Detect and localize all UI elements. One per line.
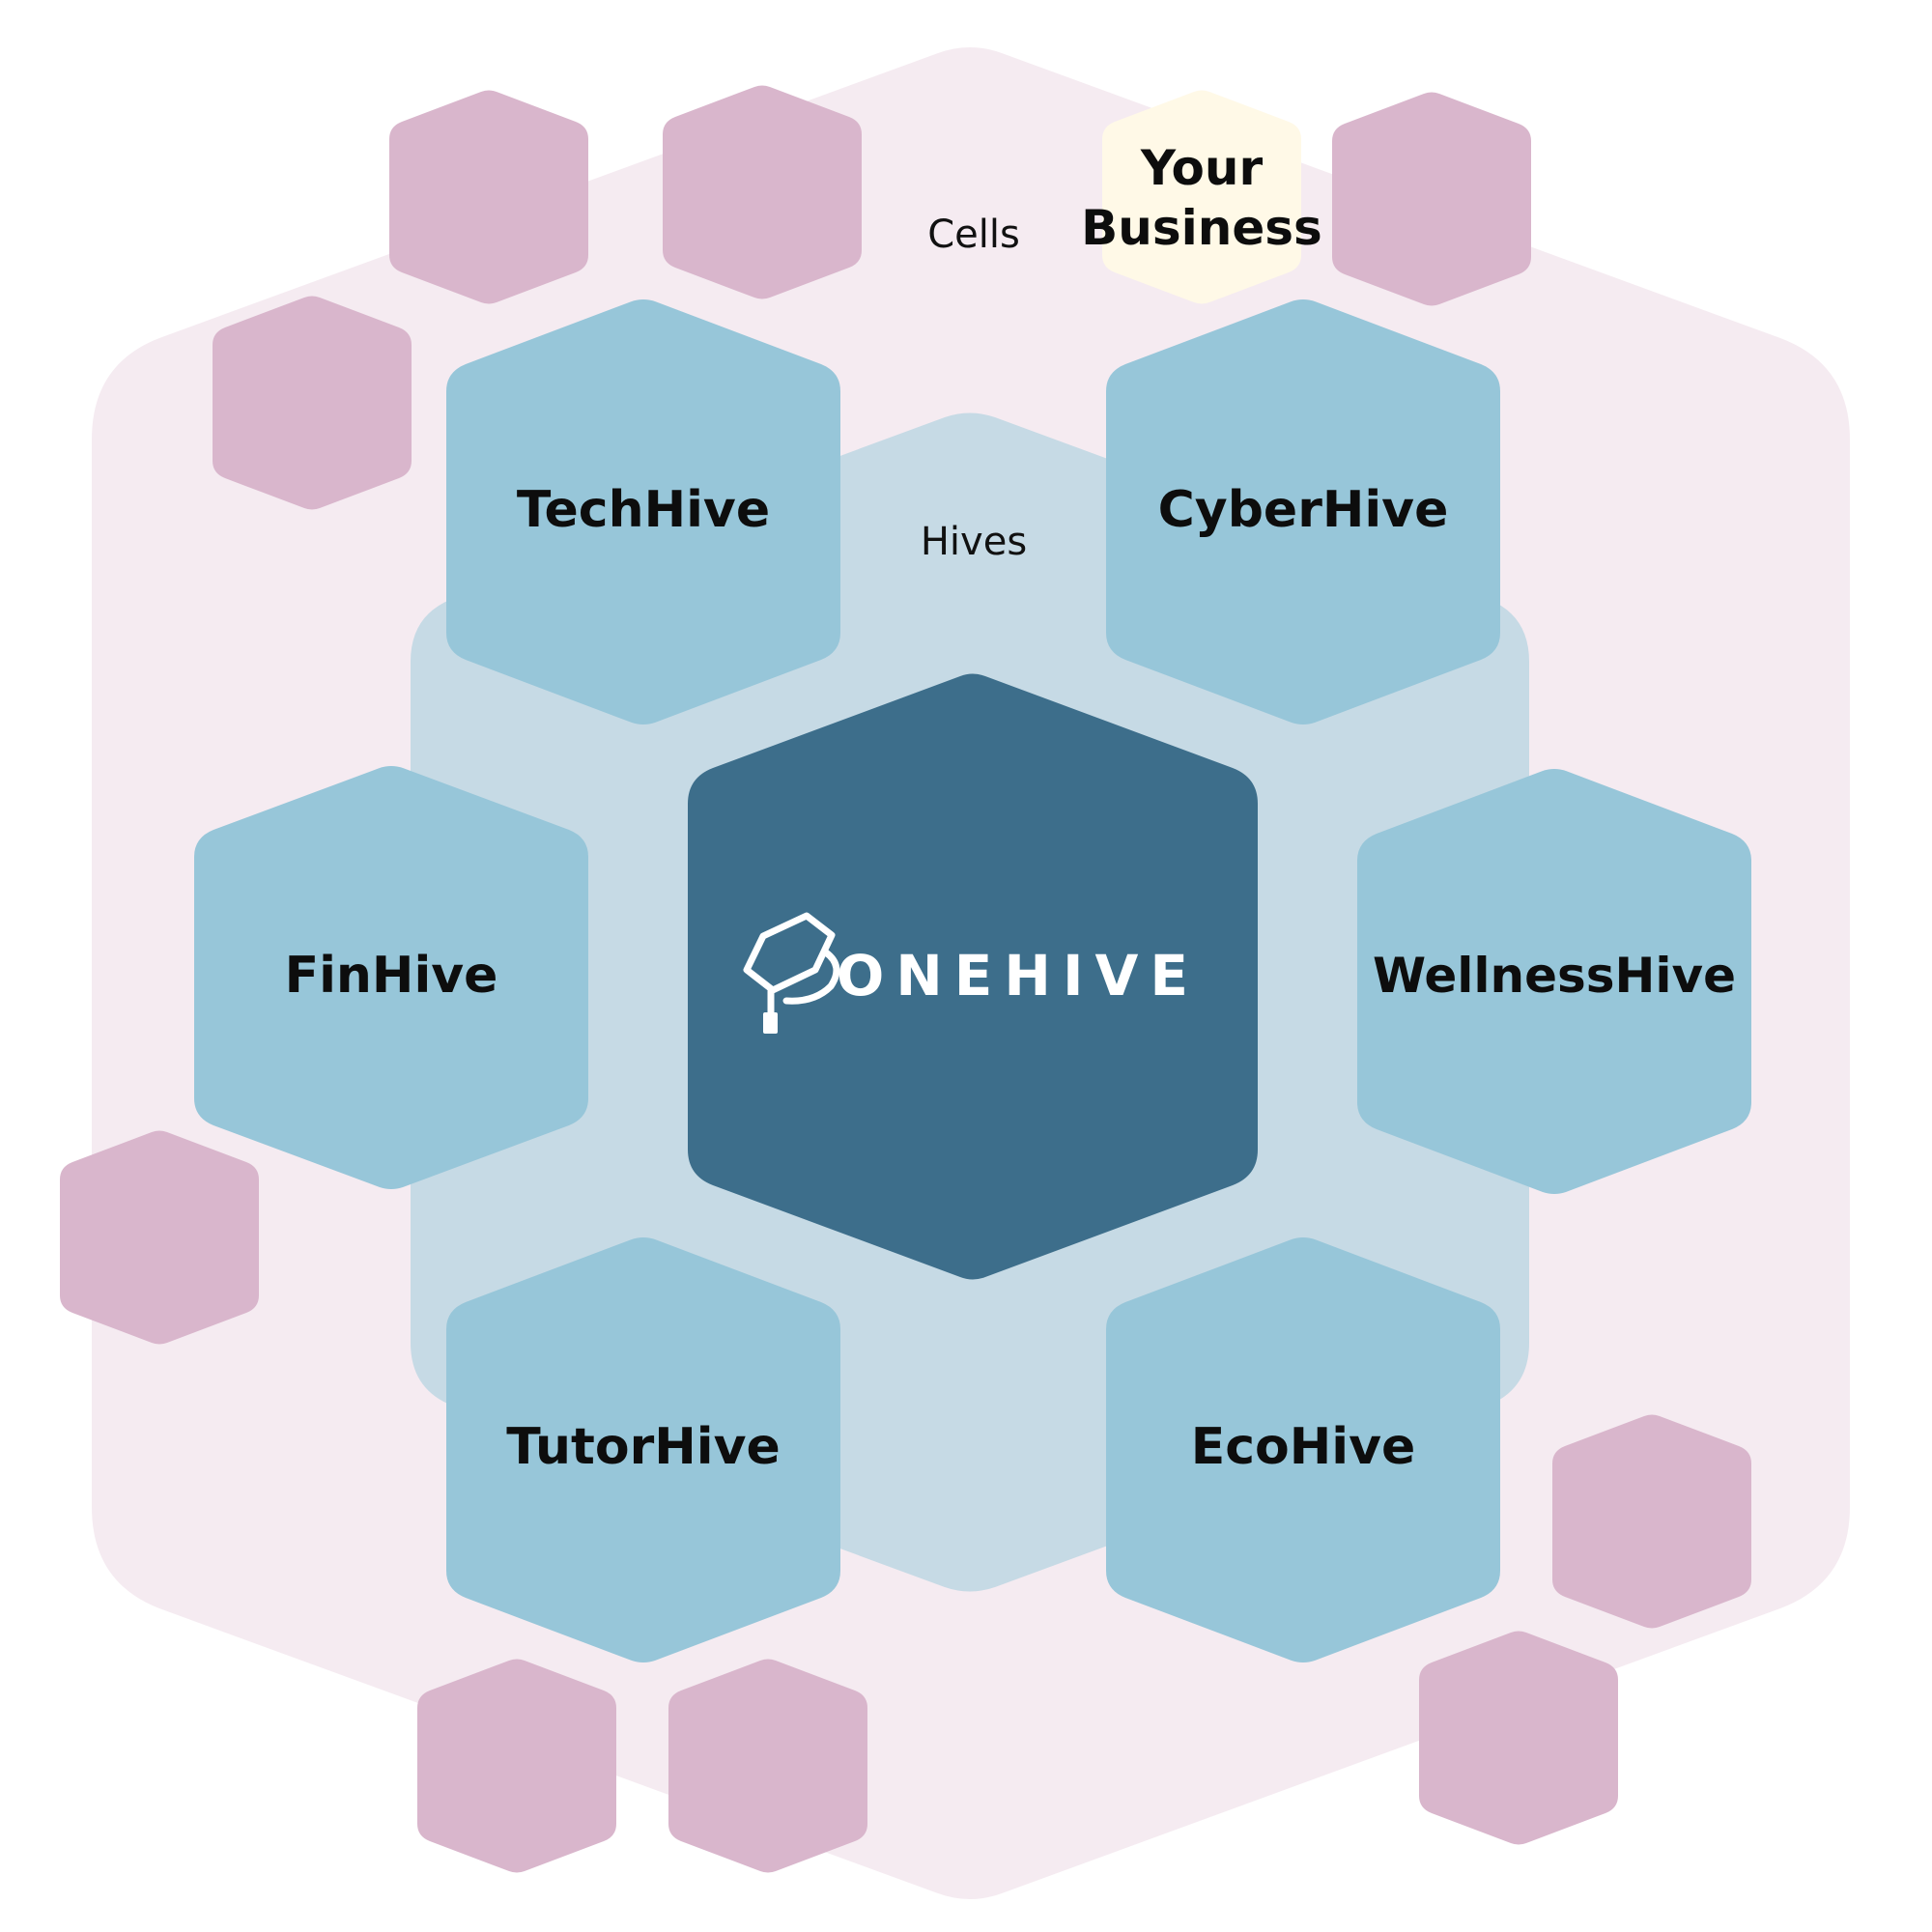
hive-shape [1357, 769, 1751, 1194]
onehive-bee-logo-icon [743, 912, 840, 1034]
hive-tutorhive[interactable]: TutorHive [446, 1237, 840, 1662]
hive-shape [446, 299, 840, 724]
hive-shape [1106, 299, 1500, 724]
cell[interactable] [389, 90, 588, 304]
hive-wellnesshive[interactable]: WellnessHive [1357, 769, 1751, 1194]
hives-ring-label: Hives [921, 520, 1027, 564]
hive-label: CyberHive [1158, 481, 1449, 539]
highlight-cell-shape [1102, 90, 1301, 304]
hive-shape [446, 1237, 840, 1662]
cell[interactable] [663, 85, 862, 299]
hive-label: WellnessHive [1373, 948, 1736, 1004]
cell[interactable] [1419, 1631, 1618, 1845]
your-business-line2: Business [1081, 200, 1322, 256]
hive-cyberhive[interactable]: CyberHive [1106, 299, 1500, 724]
hive-label: EcoHive [1191, 1418, 1416, 1476]
hive-label: TutorHive [506, 1418, 781, 1476]
cell[interactable] [668, 1659, 867, 1873]
cell[interactable] [1552, 1414, 1751, 1629]
hive-shape [1106, 1237, 1500, 1662]
hive-techhive[interactable]: TechHive [446, 299, 840, 724]
hive-label: TechHive [517, 481, 770, 539]
hive-shape [194, 766, 588, 1189]
cell[interactable] [60, 1130, 259, 1345]
cell[interactable] [213, 296, 412, 510]
center-hexagon [688, 673, 1258, 1280]
empty-cells [60, 85, 1751, 1873]
onehive-center[interactable]: ONEHIVE [688, 673, 1258, 1280]
cell[interactable] [417, 1659, 616, 1873]
your-business-line1: Your [1140, 140, 1264, 196]
cell[interactable] [1332, 92, 1531, 306]
cells-ring-label: Cells [927, 213, 1020, 257]
onehive-wordmark: ONEHIVE [837, 943, 1200, 1009]
hive-label: FinHive [285, 947, 498, 1005]
hive-ecohive[interactable]: EcoHive [1106, 1237, 1500, 1662]
hive-finhive[interactable]: FinHive [194, 766, 588, 1189]
your-business-cell[interactable]: Your Business [1081, 90, 1322, 304]
